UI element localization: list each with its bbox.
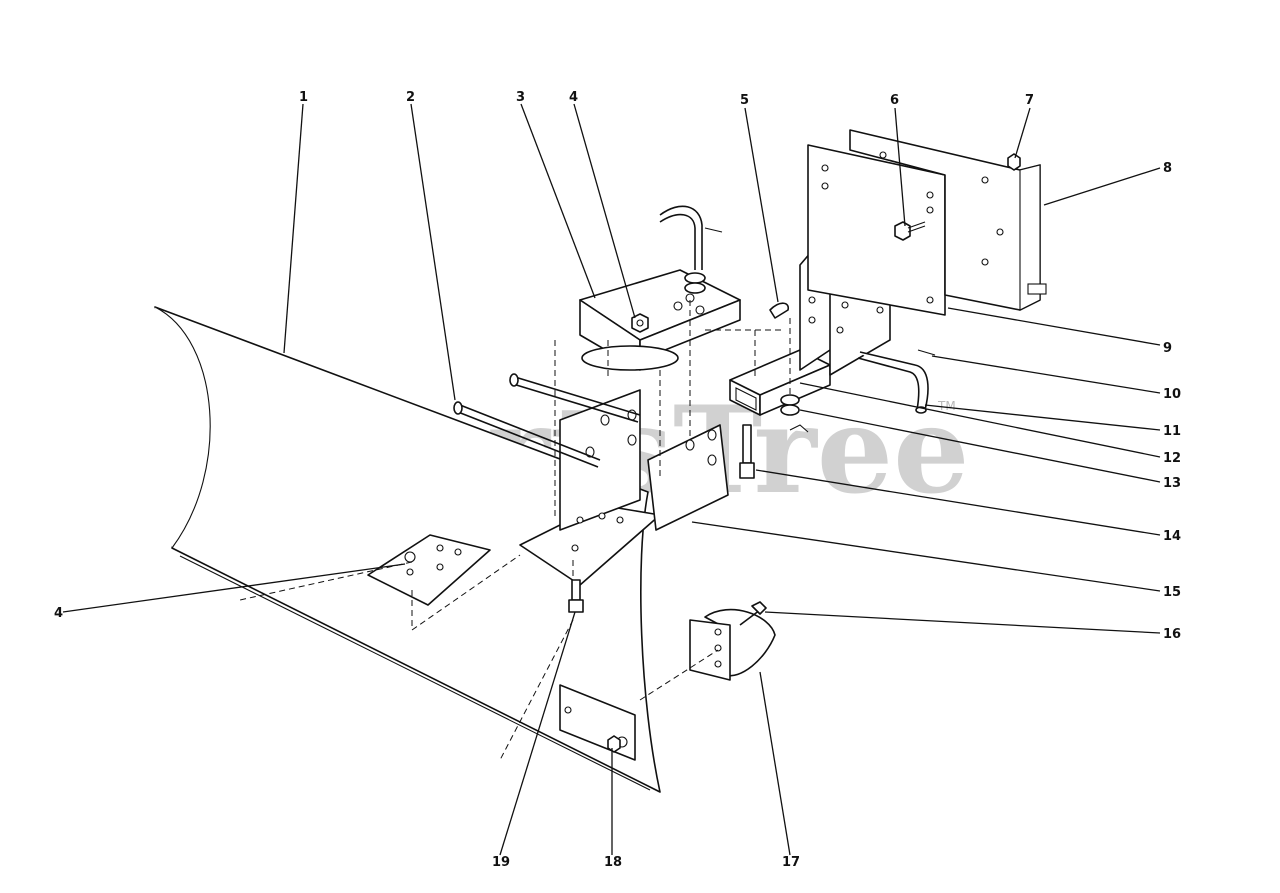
leader-lines — [62, 103, 1161, 856]
main-plate-part — [807, 144, 946, 316]
washer-13-part — [780, 394, 809, 433]
callout-19: 19 — [492, 855, 510, 870]
callout-17: 17 — [782, 855, 800, 870]
callout-10: 10 — [1163, 387, 1181, 402]
callout-4-upper: 4 — [569, 90, 578, 105]
nut-7-part — [1007, 153, 1021, 171]
skid-shoe-part — [689, 608, 776, 681]
callout-1: 1 — [299, 90, 308, 105]
watermark-trademark: TM — [937, 399, 956, 413]
back-plate-part — [849, 129, 1047, 311]
channel-bracket-part — [579, 269, 741, 371]
callout-5: 5 — [740, 93, 749, 108]
callout-11: 11 — [1163, 424, 1181, 439]
upper-pin-part — [509, 373, 641, 423]
callout-8: 8 — [1163, 161, 1172, 176]
callout-15: 15 — [1163, 585, 1181, 600]
callout-7: 7 — [1025, 93, 1034, 108]
callout-14: 14 — [1163, 529, 1181, 544]
nut-18-part — [607, 735, 621, 753]
long-pin-part — [453, 401, 601, 468]
bolt-14-part — [739, 424, 755, 479]
callout-12: 12 — [1163, 451, 1181, 466]
bolt-19-part — [568, 579, 584, 613]
clip-part — [769, 302, 790, 319]
callout-13: 13 — [1163, 476, 1181, 491]
callout-2: 2 — [406, 90, 415, 105]
bolt-16-part — [739, 601, 767, 626]
callout-16: 16 — [1163, 627, 1181, 642]
callout-4-lower: 4 — [54, 606, 63, 621]
callout-3: 3 — [516, 90, 525, 105]
callout-18: 18 — [604, 855, 622, 870]
callout-6: 6 — [890, 93, 899, 108]
nut-upper-part — [631, 313, 649, 333]
callout-9: 9 — [1163, 341, 1172, 356]
assembly-dashed-lines — [239, 300, 791, 761]
callout-labels: 1 2 3 4 5 6 7 8 9 10 11 12 13 14 15 16 1… — [54, 90, 1181, 870]
pad-plate-part — [367, 534, 491, 606]
handle-pin-upper-part — [659, 205, 723, 294]
bolt-6-part — [894, 221, 926, 241]
